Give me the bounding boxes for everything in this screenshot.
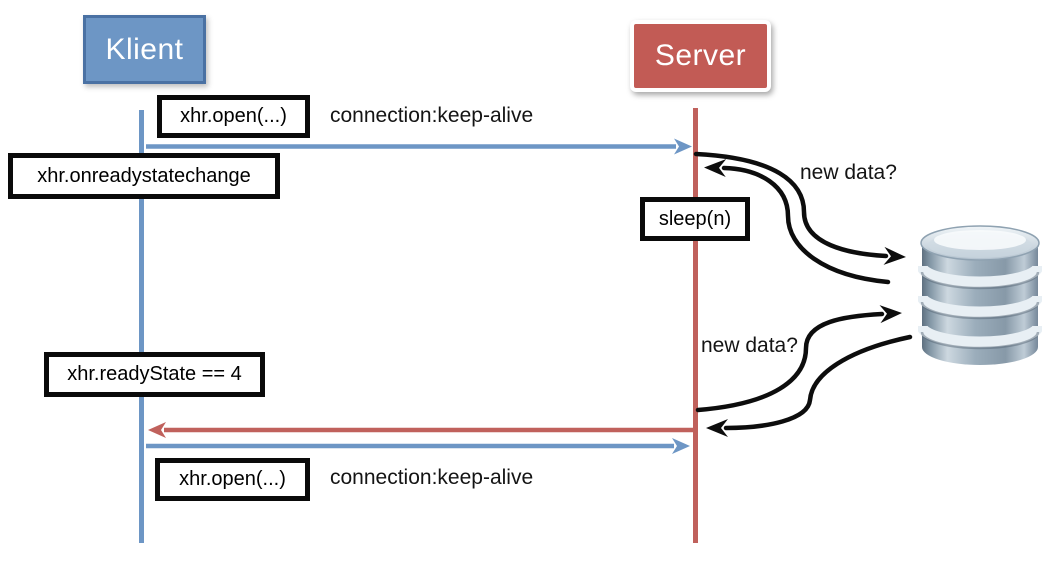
db-query-curve-top	[693, 151, 906, 265]
event-box-xhr-open-bottom: xhr.open(...)	[155, 458, 310, 501]
event-box-sleep: sleep(n)	[640, 197, 750, 241]
database-icon	[918, 225, 1042, 365]
message-label-newdata-bottom: new data?	[701, 334, 798, 357]
db-reply-curve-bottom	[706, 334, 913, 437]
actor-server: Server	[630, 20, 771, 92]
message-label-keepalive-bottom: connection:keep-alive	[330, 466, 534, 489]
actor-server-label: Server	[654, 39, 747, 72]
event-box-xhr-open-top: xhr.open(...)	[157, 95, 310, 138]
event-label-sleep: sleep(n)	[658, 207, 732, 230]
event-box-onreadystatechange: xhr.onreadystatechange	[8, 153, 280, 199]
message-label-keepalive-top: connection:keep-alive	[330, 104, 534, 127]
actor-client: Klient	[83, 15, 206, 84]
event-box-readystate: xhr.readyState == 4	[44, 352, 265, 397]
event-label-readystate: xhr.readyState == 4	[67, 363, 242, 385]
actor-client-label: Klient	[105, 32, 184, 66]
event-label-xhr-open-top: xhr.open(...)	[180, 105, 287, 127]
db-reply-curve-top	[704, 159, 891, 285]
event-label-onreadystatechange: xhr.onreadystatechange	[37, 164, 251, 187]
message-label-newdata-top: new data?	[800, 161, 897, 184]
db-query-curve-bottom	[695, 305, 902, 413]
event-label-xhr-open-bottom: xhr.open(...)	[179, 468, 286, 490]
